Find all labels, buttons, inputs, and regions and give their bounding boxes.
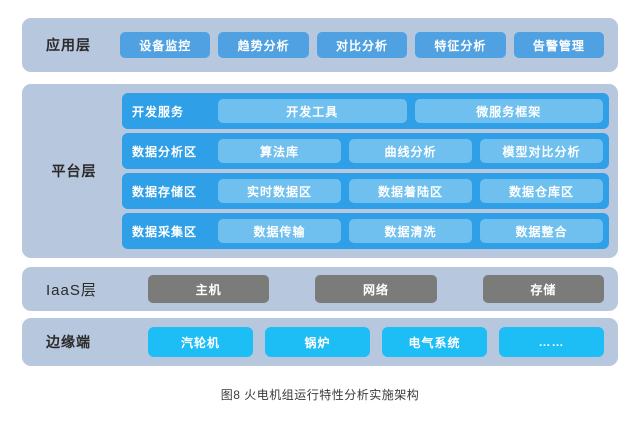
iaas-chip-storage[interactable]: 存储 xyxy=(482,275,604,303)
edge-layer-chip-group: 汽轮机 锅炉 电气系统 …… xyxy=(148,327,604,357)
figure-caption: 图8 火电机组运行特性分析实施架构 xyxy=(220,388,420,402)
app-chip-feature-analysis[interactable]: 特征分析 xyxy=(415,32,506,58)
iaas-layer-chip-group: 主机 网络 存储 xyxy=(148,275,604,303)
iaas-chip-network[interactable]: 网络 xyxy=(315,275,437,303)
edge-chip-electrical-system[interactable]: 电气系统 xyxy=(382,327,487,357)
platform-row-label-data-analysis: 数据分析区 xyxy=(132,144,198,159)
platform-row-items-data-analysis: 算法库 曲线分析 模型对比分析 xyxy=(218,139,603,163)
platform-layer-title: 平台层 xyxy=(51,163,97,179)
platform-chip-algorithm-library[interactable]: 算法库 xyxy=(218,139,341,163)
platform-row-items-data-storage: 实时数据区 数据着陆区 数据仓库区 xyxy=(218,179,603,203)
platform-row-data-analysis: 数据分析区 算法库 曲线分析 模型对比分析 xyxy=(122,133,609,169)
platform-chip-curve-analysis[interactable]: 曲线分析 xyxy=(349,139,472,163)
platform-row-data-collection: 数据采集区 数据传输 数据清洗 数据整合 xyxy=(122,213,609,249)
application-layer-panel: 应用层 设备监控 趋势分析 对比分析 特征分析 告警管理 xyxy=(22,18,618,72)
platform-chip-data-warehouse-zone[interactable]: 数据仓库区 xyxy=(480,179,603,203)
platform-chip-model-comparison-analysis[interactable]: 模型对比分析 xyxy=(480,139,603,163)
platform-row-data-storage: 数据存储区 实时数据区 数据着陆区 数据仓库区 xyxy=(122,173,609,209)
application-layer-chip-group: 设备监控 趋势分析 对比分析 特征分析 告警管理 xyxy=(120,32,605,58)
iaas-chip-host[interactable]: 主机 xyxy=(148,275,270,303)
platform-chip-realtime-data-zone[interactable]: 实时数据区 xyxy=(218,179,341,203)
edge-chip-boiler[interactable]: 锅炉 xyxy=(265,327,370,357)
platform-chip-data-transmission[interactable]: 数据传输 xyxy=(218,219,341,243)
app-chip-device-monitoring[interactable]: 设备监控 xyxy=(120,32,211,58)
platform-chip-microservice-framework[interactable]: 微服务框架 xyxy=(414,99,603,123)
edge-chip-ellipsis[interactable]: …… xyxy=(499,327,604,357)
app-chip-trend-analysis[interactable]: 趋势分析 xyxy=(218,32,309,58)
edge-layer-title: 边缘端 xyxy=(46,334,91,350)
platform-row-label-data-storage: 数据存储区 xyxy=(132,184,198,199)
platform-chip-development-tools[interactable]: 开发工具 xyxy=(218,99,407,123)
platform-row-label-data-collection: 数据采集区 xyxy=(132,224,198,239)
app-chip-alarm-management[interactable]: 告警管理 xyxy=(513,32,605,58)
iaas-layer-panel: IaaS层 主机 网络 存储 xyxy=(22,267,618,311)
platform-row-items-data-collection: 数据传输 数据清洗 数据整合 xyxy=(218,219,603,243)
edge-layer-panel: 边缘端 汽轮机 锅炉 电气系统 …… xyxy=(22,318,618,366)
edge-chip-steam-turbine[interactable]: 汽轮机 xyxy=(148,327,253,357)
app-chip-comparison-analysis[interactable]: 对比分析 xyxy=(316,32,408,58)
platform-layer-row-group: 开发服务 开发工具 微服务框架 数据分析区 算法库 曲线分析 模型对比分析 数据… xyxy=(122,93,609,249)
platform-chip-data-integration[interactable]: 数据整合 xyxy=(480,219,603,243)
platform-row-label-development-services: 开发服务 xyxy=(132,104,185,119)
application-layer-title: 应用层 xyxy=(46,37,91,53)
platform-chip-data-landing-zone[interactable]: 数据着陆区 xyxy=(349,179,472,203)
iaas-layer-title: IaaS层 xyxy=(46,281,97,299)
platform-row-development-services: 开发服务 开发工具 微服务框架 xyxy=(122,93,609,129)
platform-layer-panel: 平台层 开发服务 开发工具 微服务框架 数据分析区 算法库 曲线分析 模型对比分… xyxy=(22,84,618,258)
platform-chip-data-cleaning[interactable]: 数据清洗 xyxy=(349,219,472,243)
platform-row-items-development-services: 开发工具 微服务框架 xyxy=(218,99,603,123)
